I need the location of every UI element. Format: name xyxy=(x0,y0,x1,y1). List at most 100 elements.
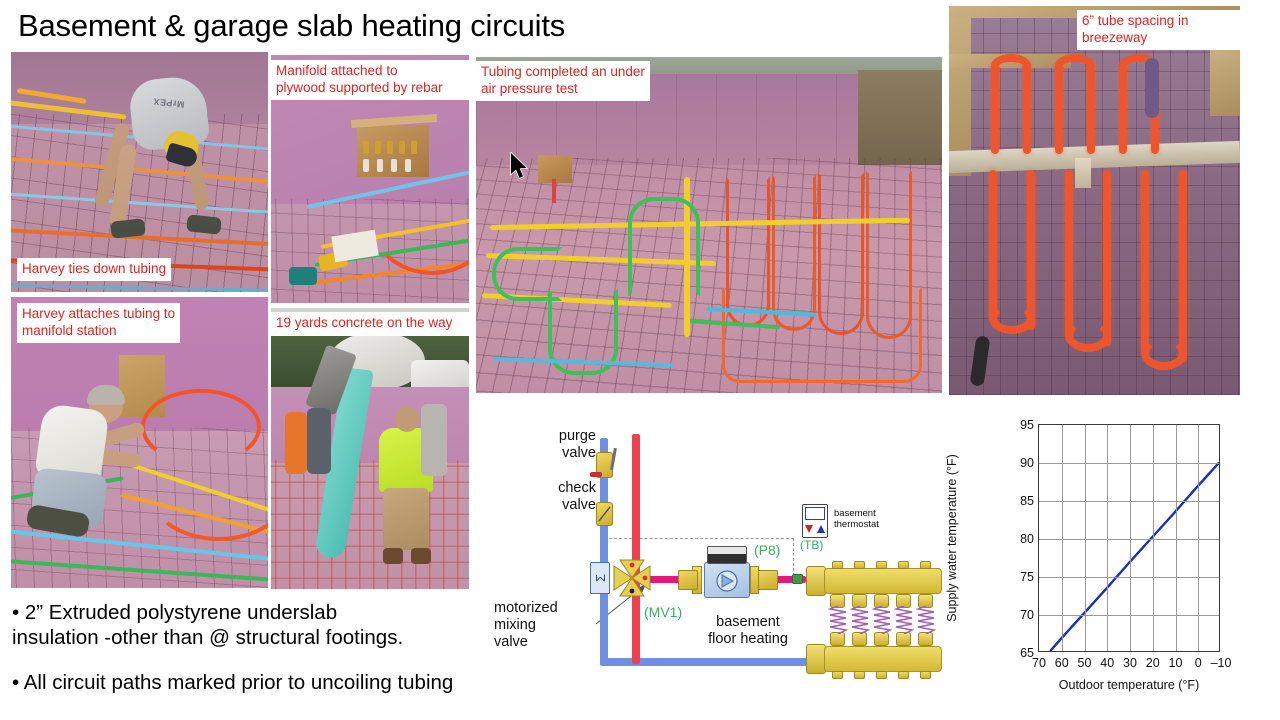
return-pipe-horizontal xyxy=(600,658,920,666)
manifold-supply-union xyxy=(806,566,826,596)
photo-caption: 6” tube spacing in breezeway xyxy=(1077,10,1240,50)
manifold-port xyxy=(363,141,369,154)
photo-caption: Harvey ties down tubing xyxy=(17,257,172,281)
mixing-valve-actuator xyxy=(590,562,610,594)
marked-line-green xyxy=(548,289,618,375)
manifold-nub xyxy=(898,671,909,679)
manifold-nub xyxy=(854,561,865,569)
pex-tube xyxy=(1027,170,1035,330)
pex-tube xyxy=(991,62,999,154)
manifold-port xyxy=(363,159,369,172)
mixing-valve-tag: (MV1) xyxy=(644,604,683,620)
chart-series-layer xyxy=(1039,425,1219,651)
pex-tube xyxy=(1141,170,1149,354)
manifold-port xyxy=(399,141,405,154)
purge-valve-label: purge valve xyxy=(558,428,596,461)
photo-caption: 19 yards concrete on the way xyxy=(271,312,469,336)
chart-gridline-horizontal xyxy=(1039,577,1219,578)
pipe-riser xyxy=(552,179,556,203)
chart-x-tick-label: 60 xyxy=(1054,656,1069,670)
photo-breezeway: 6” tube spacing in breezeway xyxy=(949,6,1240,395)
tool-case xyxy=(289,267,317,285)
chart-x-tick-label: 50 xyxy=(1077,656,1092,670)
bullet-item: • All circuit paths marked prior to unco… xyxy=(12,671,454,694)
pump-isolation-flange xyxy=(750,566,759,594)
worker-head xyxy=(395,406,419,432)
circuit-fitting xyxy=(874,632,889,646)
chart-x-axis-label: Outdoor temperature (°F) xyxy=(1058,678,1200,692)
floor-circuit-coil xyxy=(916,606,936,634)
pex-loop-orange xyxy=(722,287,922,383)
chart-x-tick-label: 30 xyxy=(1123,656,1137,670)
manifold-nub xyxy=(832,561,843,569)
return-pipe-elbow xyxy=(600,644,608,666)
manifold-nub xyxy=(832,671,843,679)
chart-y-tick-label: 95 xyxy=(1020,418,1034,432)
circuit-fitting xyxy=(852,632,867,646)
chart-x-tick-label: 10 xyxy=(1168,656,1183,670)
manifold-nub xyxy=(898,561,909,569)
foam-insulation-floor xyxy=(271,462,469,589)
pump-tag: (P8) xyxy=(754,542,781,558)
circuit-fitting xyxy=(896,594,911,608)
worker-figure xyxy=(421,404,447,476)
manifold-station xyxy=(538,155,572,183)
worker-boot xyxy=(383,548,403,564)
purge-valve-drain xyxy=(590,472,602,477)
worker-pants xyxy=(383,488,429,550)
manifold-supply-bar xyxy=(824,568,942,594)
chart-gridline-horizontal xyxy=(1039,501,1219,502)
pump-flow-arrow-icon xyxy=(716,570,738,592)
chart-y-tick-label: 65 xyxy=(1020,646,1034,660)
chart-y-tick-label: 90 xyxy=(1020,456,1034,470)
return-pipe-vertical xyxy=(600,438,608,658)
manifold-port xyxy=(377,159,383,172)
chart-y-axis-label: Supply water temperature (°F) xyxy=(945,454,959,622)
photo-harvey-ties: MrPEX Harvey ties down tubing xyxy=(11,52,268,292)
manifold-port xyxy=(405,159,411,172)
pex-tube xyxy=(989,170,997,320)
manifold-nub xyxy=(876,671,887,679)
manifold-return-bar xyxy=(824,646,942,672)
pump-valve-right xyxy=(756,570,778,590)
chart-line-series xyxy=(1050,463,1219,651)
worker-hair xyxy=(87,385,125,405)
pex-tube xyxy=(1087,62,1095,154)
photo-caption: Manifold attached to plywood supported b… xyxy=(271,60,469,100)
pex-return-bend xyxy=(1141,336,1187,370)
pex-return-bend xyxy=(1055,54,1095,78)
pex-tube xyxy=(1179,170,1187,362)
chart-gridline-vertical xyxy=(1061,425,1063,651)
flow-sensor xyxy=(792,574,803,584)
hydronic-piping-diagram: purge valve check valve motorized mixing… xyxy=(492,420,944,710)
manifold-return-union xyxy=(806,644,826,674)
pump-valve-left xyxy=(678,570,698,590)
pex-tubing-loop xyxy=(367,155,469,275)
reset-curve-chart: Supply water temperature (°F) Outdoor te… xyxy=(945,412,1248,697)
chart-gridline-vertical xyxy=(1175,425,1177,651)
motorized-mixing-valve-label: motorized mixing valve xyxy=(494,600,558,650)
floor-circuit-coil xyxy=(850,606,870,634)
mixed-supply-pipe xyxy=(644,576,696,583)
chart-gridline-vertical xyxy=(1084,425,1086,651)
manifold-nub xyxy=(920,671,931,679)
pex-tube xyxy=(1119,62,1127,154)
rebar-mesh-grid xyxy=(271,459,469,589)
chart-x-tick-label: –10 xyxy=(1210,656,1232,670)
chart-gridline-vertical xyxy=(1152,425,1154,651)
chart-x-tick-label: 70 xyxy=(1032,656,1046,670)
pex-tube xyxy=(1023,62,1031,154)
photo-manifold-plywood: Manifold attached to plywood supported b… xyxy=(271,55,469,303)
circuit-fitting xyxy=(830,632,845,646)
photo-caption: Harvey attaches tubing to manifold stati… xyxy=(17,303,181,343)
pex-loop-orange xyxy=(772,175,816,331)
thermostat-tag: (TB) xyxy=(800,538,824,552)
chart-gridline-horizontal xyxy=(1039,463,1219,464)
circuit-fitting xyxy=(918,594,933,608)
pex-return-bend xyxy=(989,302,1035,334)
photo-concrete-truck: 19 yards concrete on the way xyxy=(271,308,469,589)
basement-floor-heating-label: basement floor heating xyxy=(708,614,788,647)
mixing-valve-icon xyxy=(613,559,651,597)
